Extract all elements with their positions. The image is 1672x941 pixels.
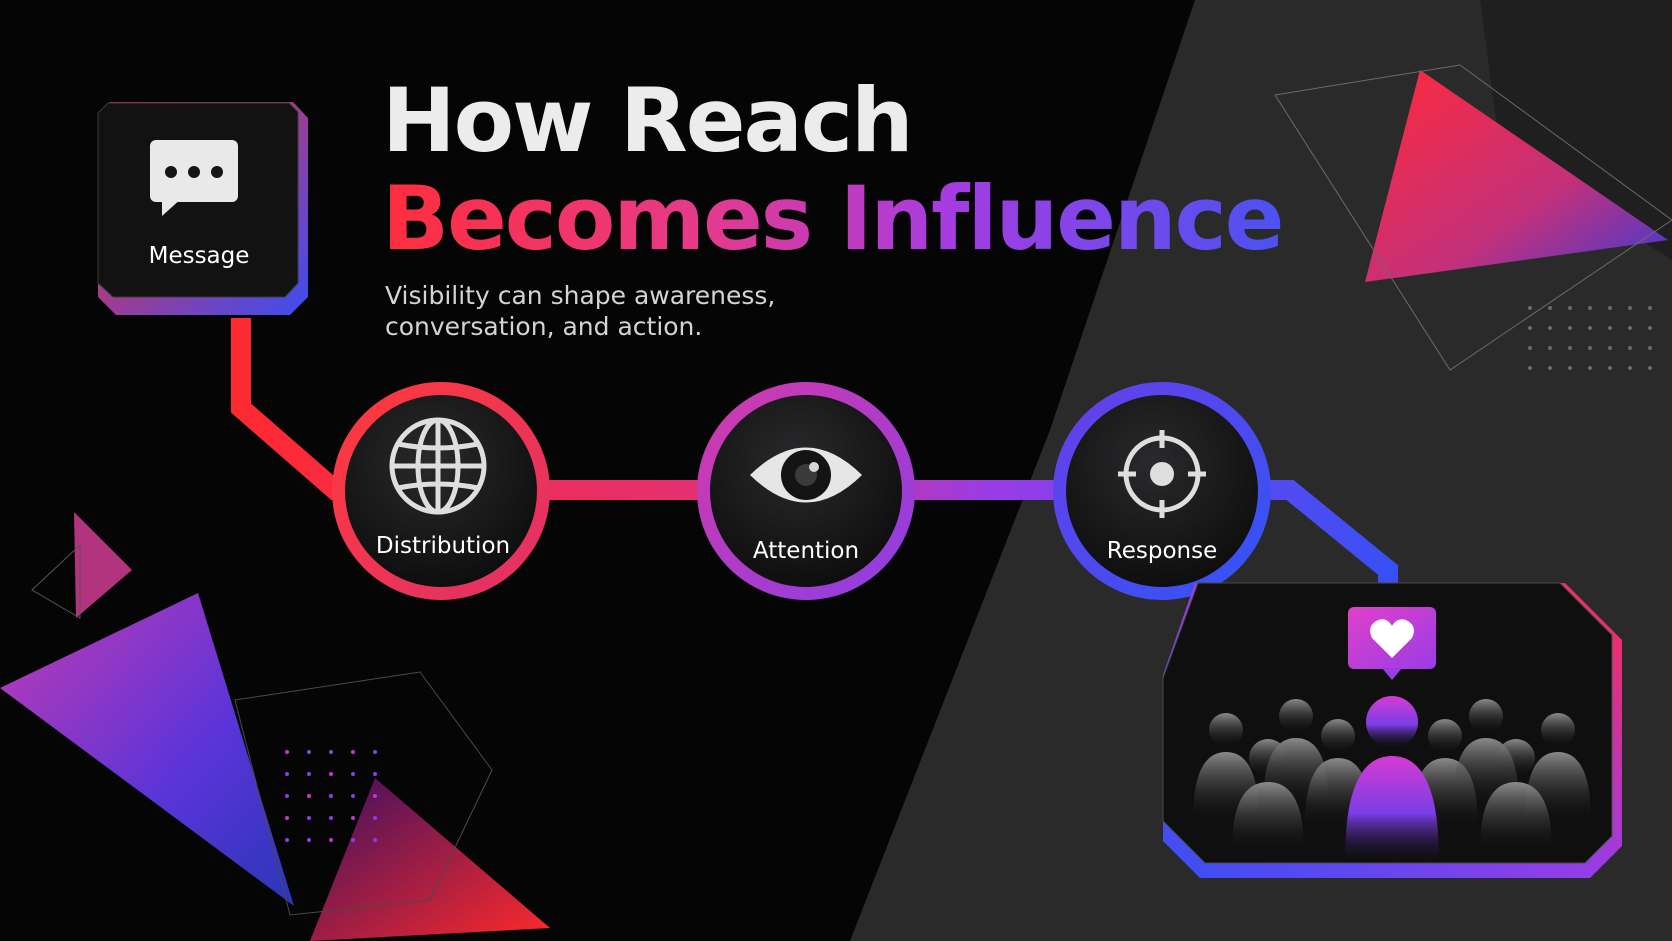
decorative-dot — [1628, 306, 1632, 310]
decorative-dot — [351, 750, 355, 754]
decorative-dot — [1528, 346, 1532, 350]
decorative-dot — [1608, 326, 1612, 330]
decorative-dot — [1648, 366, 1652, 370]
decorative-dot — [285, 750, 289, 754]
eye-icon — [750, 447, 862, 503]
decorative-dot — [1608, 366, 1612, 370]
title-line-1: How Reach — [382, 69, 914, 172]
decorative-dot — [285, 816, 289, 820]
decorative-dot — [329, 816, 333, 820]
audience-crowd — [1193, 696, 1591, 860]
message-node — [97, 102, 308, 315]
decorative-dot — [373, 816, 377, 820]
decorative-dot — [1588, 306, 1592, 310]
decorative-dot — [1568, 366, 1572, 370]
decorative-dot — [307, 750, 311, 754]
decorative-triangle-bottom-left — [0, 593, 294, 906]
response-label: Response — [1106, 538, 1218, 564]
attention-node — [697, 382, 915, 600]
globe-icon — [389, 417, 487, 515]
decorative-dot — [1588, 326, 1592, 330]
decorative-dot — [373, 772, 377, 776]
decorative-dot — [373, 794, 377, 798]
decorative-dot — [1608, 306, 1612, 310]
decorative-dot — [1548, 346, 1552, 350]
decorative-dot — [307, 838, 311, 842]
decorative-dot — [1648, 306, 1652, 310]
highlighted-person-icon — [1345, 696, 1439, 860]
decorative-dot — [307, 772, 311, 776]
decorative-dot — [307, 794, 311, 798]
decorative-dot — [1528, 326, 1532, 330]
speech-bubble-icon — [150, 140, 238, 216]
audience-heart-icon — [1348, 607, 1436, 680]
decorative-dot — [1568, 306, 1572, 310]
decorative-dot — [1588, 366, 1592, 370]
decorative-dot — [329, 838, 333, 842]
decorative-dot — [285, 772, 289, 776]
message-label: Message — [148, 243, 250, 269]
page-title: How Reach Becomes Influence — [382, 69, 1284, 270]
decorative-dot — [285, 794, 289, 798]
decorative-dot — [1628, 366, 1632, 370]
background-panel-shade — [1480, 0, 1672, 260]
decorative-dot-grid-left — [285, 750, 377, 842]
decorative-dot — [373, 750, 377, 754]
audience-panel — [1162, 582, 1622, 878]
decorative-dot — [1628, 346, 1632, 350]
attention-label: Attention — [752, 538, 860, 564]
decorative-dot — [373, 838, 377, 842]
decorative-dot — [1608, 346, 1612, 350]
decorative-triangle-bottom-red — [310, 778, 550, 941]
decorative-outline-triangle-top-right — [1274, 64, 1672, 371]
decorative-dot — [1548, 306, 1552, 310]
decorative-dot — [351, 772, 355, 776]
decorative-triangle-top-right — [1365, 70, 1668, 282]
decorative-outline-shape-bottom — [234, 671, 493, 916]
decorative-dot-grid-right — [1528, 306, 1652, 370]
distribution-node — [332, 382, 550, 600]
decorative-dot — [1588, 346, 1592, 350]
decorative-dot — [351, 838, 355, 842]
decorative-dot — [1628, 326, 1632, 330]
decorative-dot — [351, 794, 355, 798]
decorative-dot — [307, 816, 311, 820]
decorative-dot — [1548, 326, 1552, 330]
decorative-dot — [1568, 326, 1572, 330]
decorative-dot — [1528, 366, 1532, 370]
target-icon — [1118, 430, 1206, 518]
decorative-dot — [1648, 346, 1652, 350]
decorative-dot — [285, 838, 289, 842]
decorative-dot — [1548, 366, 1552, 370]
distribution-label: Distribution — [375, 533, 511, 559]
decorative-outline-triangle-left-small — [31, 543, 81, 619]
decorative-dot — [329, 794, 333, 798]
title-line-2: Becomes Influence — [382, 167, 1284, 270]
decorative-dot — [351, 816, 355, 820]
response-node — [1053, 382, 1271, 600]
decorative-triangle-left-small — [74, 512, 132, 618]
decorative-dot — [1568, 346, 1572, 350]
decorative-dot — [329, 772, 333, 776]
decorative-dot — [329, 750, 333, 754]
subtitle: Visibility can shape awareness, conversa… — [385, 281, 776, 341]
decorative-dot — [1648, 326, 1652, 330]
decorative-dot — [1528, 306, 1532, 310]
